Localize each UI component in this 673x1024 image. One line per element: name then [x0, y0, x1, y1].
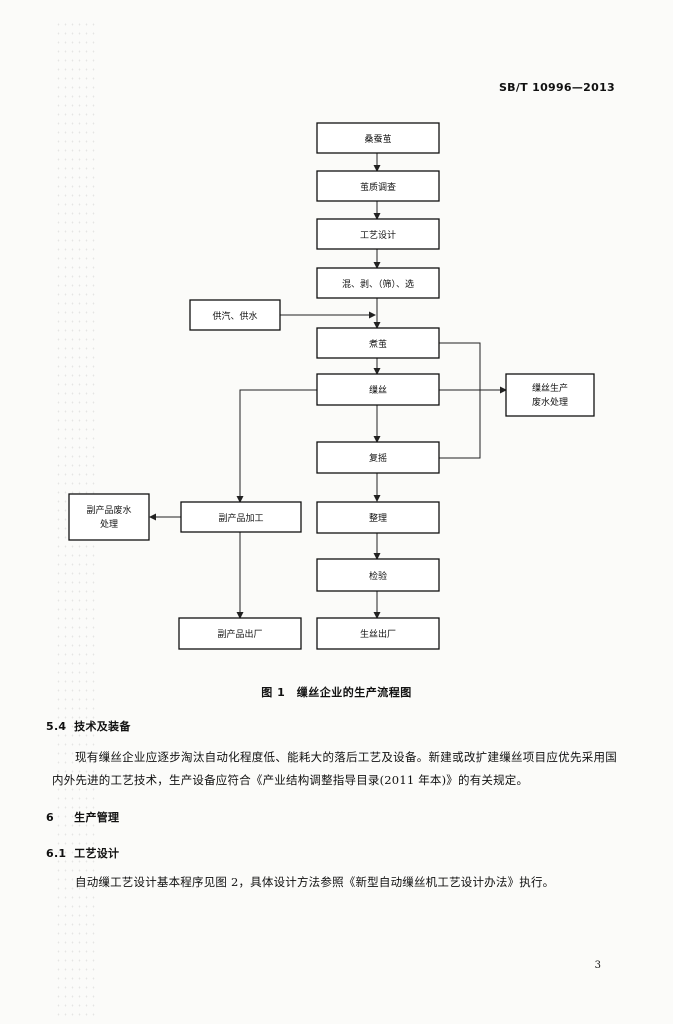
figure-caption: 图 1 缫丝企业的生产流程图	[261, 686, 412, 699]
box-label: 生丝出厂	[360, 628, 396, 640]
box-label-line2: 处理	[100, 518, 118, 530]
production-flowchart: 桑蚕茧 茧质调查 工艺设计 混、剥、（筛）、选 供汽、供水 煮茧 缫丝 缫丝生	[68, 122, 595, 650]
section-heading-6-1: 6.1 工艺设计	[46, 845, 119, 861]
box-byproduct-shipment: 副产品出厂	[178, 617, 302, 650]
flow-connectors	[149, 153, 507, 619]
box-byproduct-processing: 副产品加工	[180, 501, 302, 533]
box-label: 缫丝	[369, 384, 387, 396]
box-label-line2: 废水处理	[532, 396, 568, 408]
section-title: 工艺设计	[74, 847, 120, 860]
section-5-4-paragraph: 现有缫丝企业应逐步淘汰自动化程度低、能耗大的落后工艺及设备。新建或改扩建缫丝项目…	[52, 750, 617, 787]
box-label: 检验	[369, 570, 387, 582]
box-label: 复摇	[369, 452, 387, 464]
box-raw-silk-shipment: 生丝出厂	[316, 617, 440, 650]
box-label: 副产品出厂	[217, 628, 262, 640]
box-label: 桑蚕茧	[364, 133, 391, 145]
standard-number: SB/T 10996—2013	[498, 81, 615, 94]
box-cocoon-cooking: 煮茧	[316, 327, 440, 359]
box-label: 副产品加工	[218, 512, 263, 524]
section-number: 6	[46, 811, 54, 824]
box-label-line1: 缫丝生产	[532, 382, 568, 394]
box-label: 茧质调查	[360, 181, 396, 193]
box-reeling: 缫丝	[316, 373, 440, 406]
box-label-line1: 副产品废水	[86, 504, 131, 516]
box-mix-peel-sort: 混、剥、（筛）、选	[316, 267, 440, 299]
box-reeling-wastewater: 缫丝生产 废水处理	[505, 373, 595, 417]
section-title: 生产管理	[74, 811, 120, 824]
box-steam-water-supply: 供汽、供水	[189, 299, 281, 331]
box-rereeling: 复摇	[316, 441, 440, 474]
box-label: 工艺设计	[360, 229, 396, 241]
box-byproduct-wastewater: 副产品废水 处理	[68, 493, 150, 541]
box-label: 煮茧	[369, 338, 387, 350]
section-number: 6.1	[46, 847, 67, 860]
section-number: 5.4	[46, 720, 67, 733]
section-title: 技术及装备	[74, 720, 131, 733]
section-heading-6: 6 生产管理	[46, 809, 119, 825]
box-label: 供汽、供水	[212, 310, 257, 322]
box-mulberry-cocoon: 桑蚕茧	[316, 122, 440, 154]
section-6-1-paragraph: 自动缫工艺设计基本程序见图 2，具体设计方法参照《新型自动缫丝机工艺设计办法》执…	[75, 875, 555, 889]
box-label: 混、剥、（筛）、选	[342, 278, 414, 290]
page-number: 3	[594, 960, 601, 971]
box-finishing: 整理	[316, 501, 440, 534]
box-process-design: 工艺设计	[316, 218, 440, 250]
box-cocoon-quality-survey: 茧质调查	[316, 170, 440, 202]
box-label: 整理	[369, 512, 387, 524]
section-heading-5-4: 5.4 技术及装备	[46, 718, 131, 734]
box-inspection: 检验	[316, 558, 440, 592]
